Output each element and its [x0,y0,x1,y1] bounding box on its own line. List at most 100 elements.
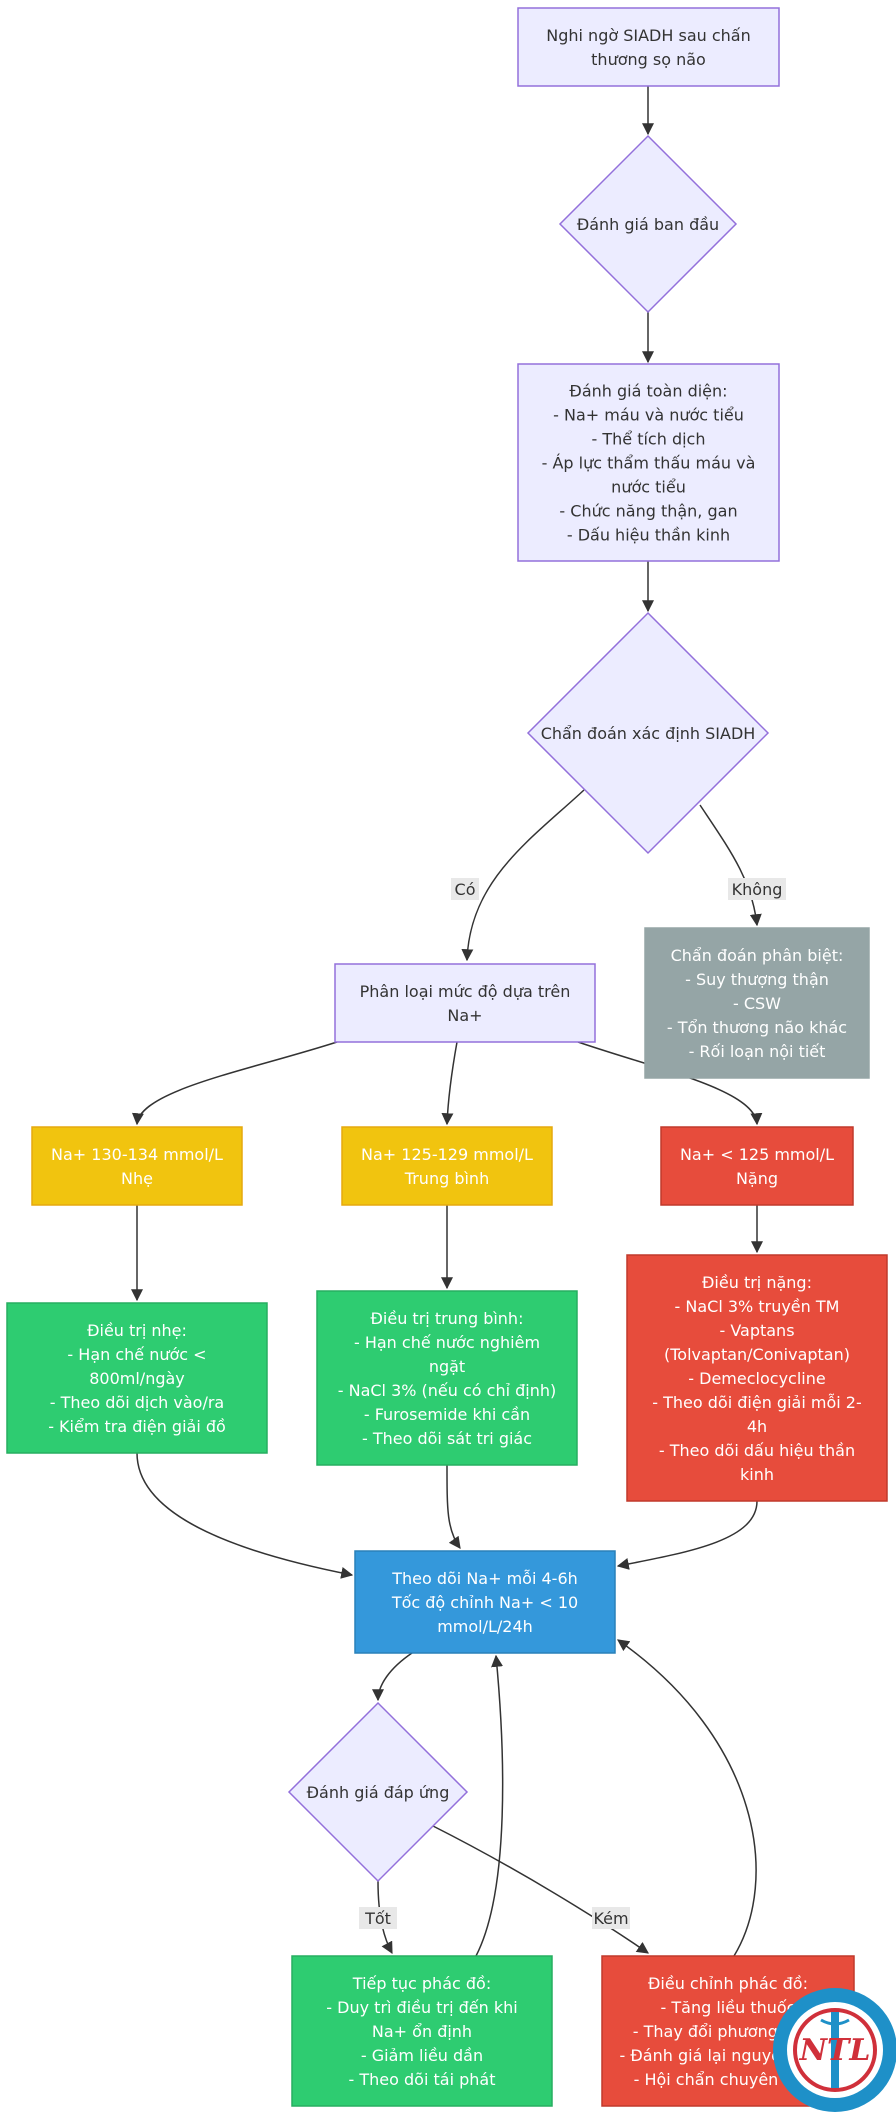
node-box [291,1955,553,2107]
edge-monitor-to-response [372,1652,413,1702]
node-text-line: - Theo dõi sát tri giác [362,1429,532,1448]
node-text-line: 4h [747,1417,767,1436]
node-text-line: (Tolvaptan/Conivaptan) [664,1345,850,1364]
node-text-line: - NaCl 3% truyền TM [675,1297,840,1316]
logo-red-ring [793,2008,877,2092]
edge-label-text: Kém [593,1909,628,1928]
node-text-line: - Suy thượng thận [685,970,829,989]
node-text-line: - Theo dõi dấu hiệu thần [659,1441,855,1460]
node-text-line: Na+ [447,1006,482,1025]
edge-response-to-adjust [432,1825,649,1954]
node-text-line: Phân loại mức độ dựa trên [360,982,571,1001]
node-text-line: Tiếp tục phác đồ: [352,1974,491,1993]
node-text-line: - Hạn chế nước < [67,1345,206,1364]
edge-confirm-to-classify [461,789,585,962]
edges-layer [131,86,763,1957]
node-text-line: - Tăng liều thuốc [661,1998,796,2017]
edge-mildtx-to-monitor [136,1452,354,1579]
node-text-line: - Theo dõi điện giải mỗi 2- [652,1393,861,1412]
node-text-line: - Áp lực thẩm thấu máu và [542,454,756,473]
edge-label-text: Tốt [364,1909,391,1928]
node-moderate-tx: Điều trị trung bình: - Hạn chế nước nghiê… [316,1290,578,1466]
node-text-line: - Demeclocycline [688,1369,825,1388]
node-text-line: - Furosemide khi cần [364,1405,530,1424]
node-text-line: - NaCl 3% (nếu có chỉ định) [338,1381,557,1400]
edge-label-no: Không [728,878,786,900]
node-box [517,7,780,87]
node-text-line: Na+ 130-134 mmol/L [51,1145,223,1164]
nodes-layer: Nghi ngờ SIADH sau chấn thương sọ nãoĐánh… [6,7,888,2107]
node-moderate: Na+ 125-129 mmol/L Trung bình [341,1126,553,1206]
edge-classify-to-moderate [441,1041,458,1126]
edge-label-poor: Kém [592,1907,630,1929]
node-text-line: - Rối loạn nội tiết [689,1042,826,1061]
edge-classify-to-mild [132,1041,338,1126]
edge-label-good: Tốt [359,1907,397,1929]
node-text-line: - Dấu hiệu thần kinh [567,526,730,545]
caduceus-icon [831,2012,839,2088]
node-initial-eval: Đánh giá ban đầu [558,134,738,314]
node-text-line: Na+ < 125 mmol/L [680,1145,834,1164]
node-text-line: Na+ ổn định [372,2022,472,2041]
node-text-line: thương sọ não [591,50,706,69]
decision-diamond [526,611,770,855]
node-text-line: ngặt [429,1357,465,1376]
node-start: Nghi ngờ SIADH sau chấn thương sọ não [517,7,780,87]
node-text-line: Điều chỉnh phác đồ: [648,1974,808,1993]
node-text-line: - Duy trì điều trị đến khi [326,1998,517,2017]
node-box [626,1254,888,1502]
edge-label-text: Không [732,880,783,899]
decision-diamond [287,1701,469,1883]
node-box [660,1126,854,1206]
node-text-line: Trung bình [404,1169,489,1188]
node-confirm-siadh: Chẩn đoán xác định SIADH [526,611,770,855]
edge-label-yes: Có [451,878,479,900]
decision-diamond [558,134,738,314]
node-text-line: - Na+ máu và nước tiểu [553,406,744,425]
node-severe-tx: Điều trị nặng: - NaCl 3% truyền TM - Vapta… [626,1254,888,1502]
node-text-line: Na+ 125-129 mmol/L [361,1145,533,1164]
ntl-logo: NTL [773,1988,896,2112]
edge-classify-to-severe [577,1041,763,1126]
node-text-line: - Kiểm tra điện giải đồ [48,1417,226,1436]
node-text-line: 800ml/ngày [89,1369,185,1388]
node-text-line: Tốc độ chỉnh Na+ < 10 [391,1593,578,1612]
node-text-line: - Giảm liều dần [361,2046,483,2065]
edge-adjust-to-monitor [617,1639,757,1957]
node-text-line: kinh [740,1465,774,1484]
node-text-line: - CSW [733,994,781,1013]
node-text-line: Điều trị nhẹ: [87,1321,187,1340]
node-box [341,1126,553,1206]
edge-confirm-to-differential [699,804,762,927]
node-comprehensive-eval: Đánh giá toàn diện: - Na+ máu và nước tiể… [517,363,780,562]
node-continue: Tiếp tục phác đồ: - Duy trì điều trị đến … [291,1955,553,2107]
node-box [354,1550,616,1654]
node-text-line: nước tiểu [611,478,686,497]
node-text-line: Nặng [736,1169,778,1188]
node-box [334,963,596,1043]
node-response: Đánh giá đáp ứng [287,1701,469,1883]
node-text-line: Điều trị trung bình: [371,1309,524,1328]
node-text-line: - Chức năng thận, gan [559,502,737,521]
node-text-line: Điều trị nặng: [702,1273,812,1292]
edge-severetx-to-monitor [616,1500,758,1570]
node-text-line: Nghi ngờ SIADH sau chấn [546,26,750,45]
edge-label-text: Có [455,880,476,899]
node-text-line: Đánh giá toàn diện: [569,382,727,401]
logo-text: NTL [799,2033,871,2068]
node-text-line: mmol/L/24h [437,1617,533,1636]
node-text-line: Chẩn đoán phân biệt: [671,946,844,965]
node-text-line: Đánh giá ban đầu [577,215,719,234]
node-text-line: - Theo dõi tái phát [349,2070,496,2089]
node-text-line: - Hạn chế nước nghiêm [354,1333,540,1352]
edge-continue-to-monitor [475,1654,504,1957]
node-text-line: Đánh giá đáp ứng [307,1783,450,1802]
node-text-line: - Vaptans [719,1321,794,1340]
node-box [31,1126,243,1206]
node-box [316,1290,578,1466]
